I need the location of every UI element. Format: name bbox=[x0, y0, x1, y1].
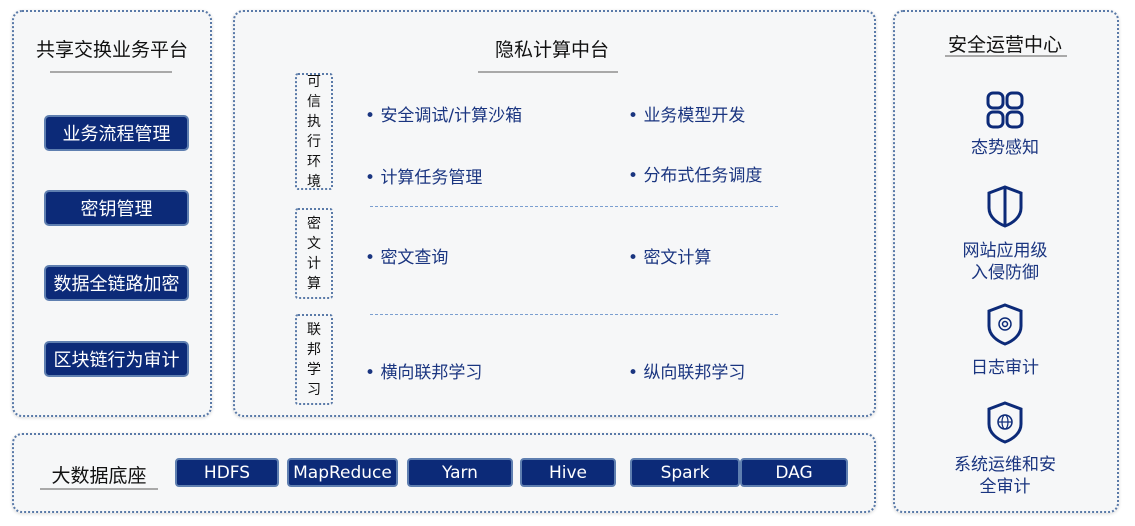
right-title-underline bbox=[945, 55, 1067, 57]
label-char: 联 bbox=[307, 321, 321, 338]
federated-learning-label: 联 邦 学 习 bbox=[295, 314, 333, 405]
label-char: 信 bbox=[307, 93, 321, 110]
spark-chip[interactable]: Spark bbox=[630, 458, 740, 487]
item-text: 密文查询 bbox=[380, 248, 449, 268]
ops-audit-label: 系统运维和安 全审计 bbox=[900, 454, 1110, 498]
list-item: • 安全调试/计算沙箱 bbox=[365, 106, 523, 126]
label-line: 入侵防御 bbox=[971, 263, 1039, 283]
list-item: • 密文查询 bbox=[365, 248, 449, 268]
list-item: • 横向联邦学习 bbox=[365, 363, 483, 383]
label-char: 可 bbox=[307, 73, 321, 90]
label-char: 学 bbox=[307, 361, 321, 378]
label-line: 网站应用级 bbox=[962, 241, 1048, 261]
label-char: 行 bbox=[307, 133, 321, 150]
label-char: 文 bbox=[307, 235, 321, 252]
list-item: • 分布式任务调度 bbox=[628, 166, 763, 186]
list-item: • 纵向联邦学习 bbox=[628, 363, 746, 383]
right-panel-title: 安全运营中心 bbox=[947, 34, 1062, 56]
label-char: 计 bbox=[307, 255, 321, 272]
label-line: 全审计 bbox=[979, 477, 1031, 497]
shield-icon bbox=[987, 185, 1023, 228]
log-audit-label: 日志审计 bbox=[971, 358, 1039, 378]
item-text: 分布式任务调度 bbox=[643, 166, 763, 186]
tee-label: 可 信 执 行 环 境 bbox=[295, 73, 333, 190]
list-item: • 计算任务管理 bbox=[365, 168, 483, 188]
label-char: 密 bbox=[307, 215, 321, 232]
grid-icon bbox=[986, 91, 1024, 129]
shield-globe-icon bbox=[987, 401, 1023, 444]
item-text: 安全调试/计算沙箱 bbox=[380, 106, 523, 126]
situation-awareness-label: 态势感知 bbox=[971, 138, 1039, 158]
item-text: 计算任务管理 bbox=[380, 168, 483, 188]
business-process-button[interactable]: 业务流程管理 bbox=[44, 115, 189, 151]
list-item: • 密文计算 bbox=[628, 248, 712, 268]
label-char: 习 bbox=[307, 381, 321, 398]
label-char: 境 bbox=[307, 173, 321, 190]
key-management-button[interactable]: 密钥管理 bbox=[44, 190, 189, 226]
yarn-chip[interactable]: Yarn bbox=[407, 458, 513, 487]
hive-chip[interactable]: Hive bbox=[520, 458, 616, 487]
label-char: 执 bbox=[307, 113, 321, 130]
item-text: 纵向联邦学习 bbox=[643, 363, 746, 383]
shield-gear-icon bbox=[987, 303, 1023, 346]
label-char: 环 bbox=[307, 153, 321, 170]
label-char: 邦 bbox=[307, 341, 321, 358]
ciphertext-computing-label: 密 文 计 算 bbox=[295, 208, 333, 299]
data-encryption-button[interactable]: 数据全链路加密 bbox=[44, 265, 189, 301]
list-item: • 业务模型开发 bbox=[628, 106, 746, 126]
item-text: 横向联邦学习 bbox=[380, 363, 483, 383]
center-panel-title: 隐私计算中台 bbox=[494, 39, 609, 61]
label-line: 系统运维和安 bbox=[954, 455, 1056, 475]
left-panel-title: 共享交换业务平台 bbox=[35, 39, 188, 61]
blockchain-audit-button[interactable]: 区块链行为审计 bbox=[44, 341, 189, 377]
item-text: 业务模型开发 bbox=[643, 106, 746, 126]
divider bbox=[370, 314, 778, 315]
item-text: 密文计算 bbox=[643, 248, 712, 268]
bottom-title-underline bbox=[40, 488, 158, 490]
divider bbox=[370, 206, 778, 207]
privacy-computing-panel bbox=[233, 10, 876, 417]
hdfs-chip[interactable]: HDFS bbox=[175, 458, 279, 487]
dag-chip[interactable]: DAG bbox=[740, 458, 848, 487]
label-char: 算 bbox=[307, 275, 321, 292]
waf-label: 网站应用级 入侵防御 bbox=[900, 240, 1110, 284]
bottom-panel-title: 大数据底座 bbox=[51, 465, 147, 487]
center-title-underline bbox=[478, 71, 618, 73]
mapreduce-chip[interactable]: MapReduce bbox=[287, 458, 398, 487]
left-title-underline bbox=[50, 71, 172, 73]
